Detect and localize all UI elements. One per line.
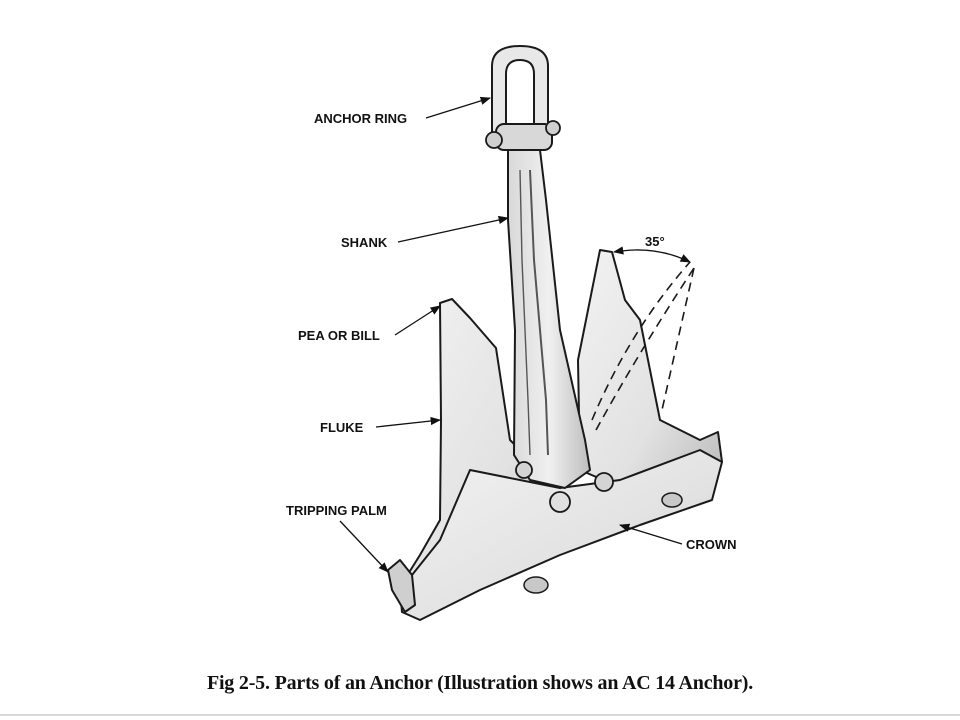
angle-indicator: 35° xyxy=(614,234,690,262)
shank xyxy=(508,150,590,488)
label-shank: SHANK xyxy=(341,235,388,250)
figure-caption: Fig 2-5. Parts of an Anchor (Illustratio… xyxy=(0,672,960,695)
label-pea-or-bill: PEA OR BILL xyxy=(298,328,380,343)
label-crown: CROWN xyxy=(686,537,737,552)
label-tripping-palm: TRIPPING PALM xyxy=(286,503,387,518)
label-anchor-ring: ANCHOR RING xyxy=(314,111,407,126)
bottom-divider xyxy=(0,714,960,716)
angle-label: 35° xyxy=(645,234,665,249)
label-fluke: FLUKE xyxy=(320,420,364,435)
anchor-ring xyxy=(486,46,560,150)
